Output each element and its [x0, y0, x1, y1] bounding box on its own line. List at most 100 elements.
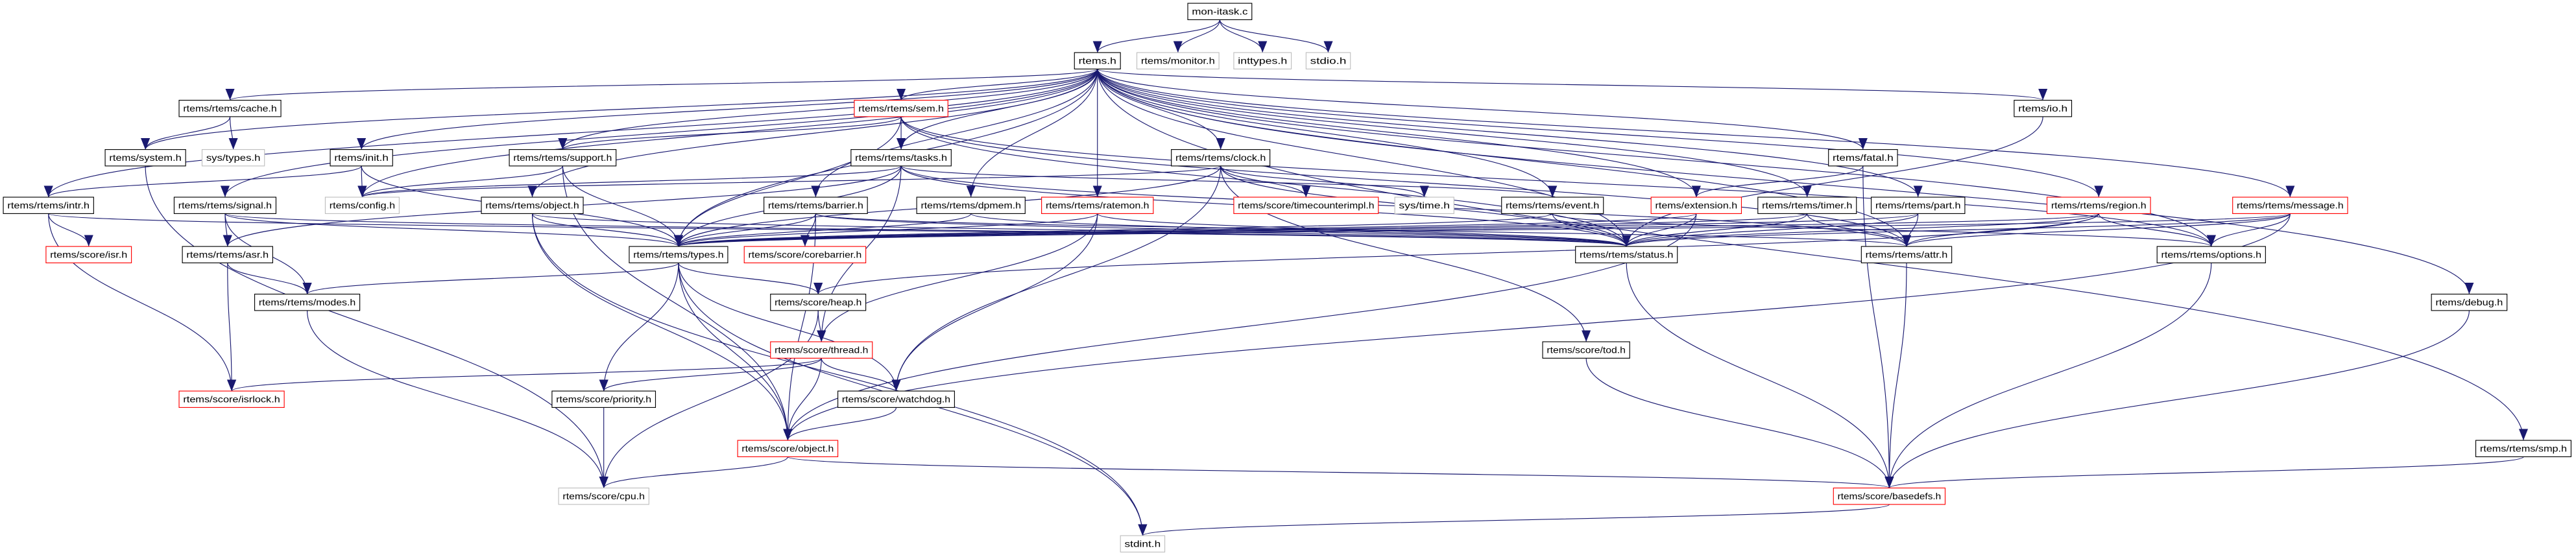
node-box[interactable]	[3, 196, 94, 214]
node-rtems-score-heap-h[interactable]: rtems/score/heap.h	[770, 294, 867, 311]
node-box[interactable]	[1136, 52, 1220, 69]
node-box[interactable]	[1860, 246, 1953, 263]
node-box[interactable]	[2046, 196, 2151, 214]
node-box[interactable]	[1501, 196, 1604, 214]
node-box[interactable]	[837, 390, 955, 408]
node-box[interactable]	[629, 246, 728, 263]
node-box[interactable]	[324, 196, 400, 214]
node-rtems-fatal-h[interactable]: rtems/fatal.h	[1828, 149, 1898, 167]
node-box[interactable]	[178, 99, 282, 117]
node-rtems-config-h[interactable]: rtems/config.h	[324, 196, 400, 214]
node-box[interactable]	[558, 488, 649, 505]
node-mon-itask-c[interactable]: mon-itask.c	[1187, 3, 1253, 20]
node-rtems-rtems-tasks-h[interactable]: rtems/rtems/tasks.h	[850, 149, 952, 167]
node-box[interactable]	[1187, 3, 1253, 20]
node-box[interactable]	[182, 246, 273, 263]
node-box[interactable]	[916, 196, 1026, 214]
node-rtems-score-object-h[interactable]: rtems/score/object.h	[737, 440, 839, 458]
node-box[interactable]	[1041, 196, 1154, 214]
node-rtems-init-h[interactable]: rtems/init.h	[330, 149, 393, 167]
node-rtems-rtems-barrier-h[interactable]: rtems/rtems/barrier.h	[764, 196, 868, 214]
node-rtems-score-cpu-h[interactable]: rtems/score/cpu.h	[558, 488, 649, 505]
node-rtems-score-tod-h[interactable]: rtems/score/tod.h	[1542, 341, 1630, 359]
node-rtems-rtems-intr-h[interactable]: rtems/rtems/intr.h	[3, 196, 94, 214]
node-sys-time-h[interactable]: sys/time.h	[1394, 196, 1454, 214]
node-inttypes-h[interactable]: inttypes.h	[1233, 52, 1292, 69]
node-box[interactable]	[104, 149, 186, 167]
node-rtems-rtems-modes-h[interactable]: rtems/rtems/modes.h	[254, 294, 361, 311]
node-rtems-io-h[interactable]: rtems/io.h	[2014, 99, 2073, 117]
node-box[interactable]	[2475, 440, 2571, 458]
node-box[interactable]	[2156, 246, 2266, 263]
node-rtems-system-h[interactable]: rtems/system.h	[104, 149, 186, 167]
node-rtems-rtems-timer-h[interactable]: rtems/rtems/timer.h	[1757, 196, 1857, 214]
node-rtems-rtems-event-h[interactable]: rtems/rtems/event.h	[1501, 196, 1604, 214]
node-box[interactable]	[45, 246, 132, 263]
node-box[interactable]	[254, 294, 361, 311]
node-rtems-score-priority-h[interactable]: rtems/score/priority.h	[551, 390, 656, 408]
node-stdint-h[interactable]: stdint.h	[1120, 535, 1166, 552]
node-box[interactable]	[737, 440, 839, 458]
node-rtems-rtems-types-h[interactable]: rtems/rtems/types.h	[629, 246, 728, 263]
node-box[interactable]	[1575, 246, 1678, 263]
node-rtems-score-timecounterimpl-h[interactable]: rtems/score/timecounterimpl.h	[1233, 196, 1379, 214]
node-sys-types-h[interactable]: sys/types.h	[201, 149, 265, 167]
node-rtems-rtems-asr-h[interactable]: rtems/rtems/asr.h	[182, 246, 273, 263]
node-rtems-rtems-clock-h[interactable]: rtems/rtems/clock.h	[1171, 149, 1271, 167]
node-box[interactable]	[2014, 99, 2073, 117]
node-rtems-monitor-h[interactable]: rtems/monitor.h	[1136, 52, 1220, 69]
node-box[interactable]	[330, 149, 393, 167]
node-box[interactable]	[1394, 196, 1454, 214]
node-box[interactable]	[1305, 52, 1351, 69]
node-box[interactable]	[1233, 52, 1292, 69]
node-rtems-rtems-dpmem-h[interactable]: rtems/rtems/dpmem.h	[916, 196, 1026, 214]
node-rtems-rtems-object-h[interactable]: rtems/rtems/object.h	[481, 196, 584, 214]
node-rtems-rtems-options-h[interactable]: rtems/rtems/options.h	[2156, 246, 2266, 263]
node-rtems-rtems-signal-h[interactable]: rtems/rtems/signal.h	[173, 196, 277, 214]
node-rtems-rtems-attr-h[interactable]: rtems/rtems/attr.h	[1860, 246, 1953, 263]
node-rtems-rtems-status-h[interactable]: rtems/rtems/status.h	[1575, 246, 1678, 263]
node-rtems-debug-h[interactable]: rtems/debug.h	[2431, 294, 2508, 311]
node-rtems-score-isr-h[interactable]: rtems/score/isr.h	[45, 246, 132, 263]
node-box[interactable]	[509, 149, 617, 167]
node-rtems-score-basedefs-h[interactable]: rtems/score/basedefs.h	[1833, 488, 1946, 505]
node-rtems-score-corebarrier-h[interactable]: rtems/score/corebarrier.h	[743, 246, 867, 263]
node-box[interactable]	[1870, 196, 1966, 214]
node-box[interactable]	[551, 390, 656, 408]
node-rtems-rtems-region-h[interactable]: rtems/rtems/region.h	[2046, 196, 2151, 214]
node-box[interactable]	[481, 196, 584, 214]
node-box[interactable]	[201, 149, 265, 167]
node-box[interactable]	[1171, 149, 1271, 167]
node-rtems-rtems-sem-h[interactable]: rtems/rtems/sem.h	[854, 99, 948, 117]
node-box[interactable]	[1542, 341, 1630, 359]
node-box[interactable]	[1828, 149, 1898, 167]
node-rtems-extension-h[interactable]: rtems/extension.h	[1650, 196, 1742, 214]
node-box[interactable]	[1120, 535, 1166, 552]
node-rtems-score-thread-h[interactable]: rtems/score/thread.h	[770, 341, 873, 359]
node-box[interactable]	[1650, 196, 1742, 214]
node-rtems-rtems-part-h[interactable]: rtems/rtems/part.h	[1870, 196, 1966, 214]
node-box[interactable]	[173, 196, 277, 214]
node-box[interactable]	[2431, 294, 2508, 311]
node-rtems-rtems-ratemon-h[interactable]: rtems/rtems/ratemon.h	[1041, 196, 1154, 214]
node-rtems-rtems-support-h[interactable]: rtems/rtems/support.h	[509, 149, 617, 167]
node-rtems-rtems-message-h[interactable]: rtems/rtems/message.h	[2232, 196, 2348, 214]
node-stdio-h[interactable]: stdio.h	[1305, 52, 1351, 69]
node-box[interactable]	[1074, 52, 1121, 69]
node-box[interactable]	[770, 341, 873, 359]
node-box[interactable]	[770, 294, 867, 311]
node-rtems-score-isrlock-h[interactable]: rtems/score/isrlock.h	[178, 390, 285, 408]
node-box[interactable]	[764, 196, 868, 214]
node-rtems-score-watchdog-h[interactable]: rtems/score/watchdog.h	[837, 390, 955, 408]
node-box[interactable]	[1757, 196, 1857, 214]
node-box[interactable]	[1833, 488, 1946, 505]
node-rtems-rtems-cache-h[interactable]: rtems/rtems/cache.h	[178, 99, 282, 117]
node-box[interactable]	[854, 99, 948, 117]
node-box[interactable]	[743, 246, 867, 263]
node-box[interactable]	[178, 390, 285, 408]
node-box[interactable]	[1233, 196, 1379, 214]
node-box[interactable]	[850, 149, 952, 167]
node-box[interactable]	[2232, 196, 2348, 214]
node-rtems-rtems-smp-h[interactable]: rtems/rtems/smp.h	[2475, 440, 2571, 458]
node-rtems-h[interactable]: rtems.h	[1074, 52, 1121, 69]
